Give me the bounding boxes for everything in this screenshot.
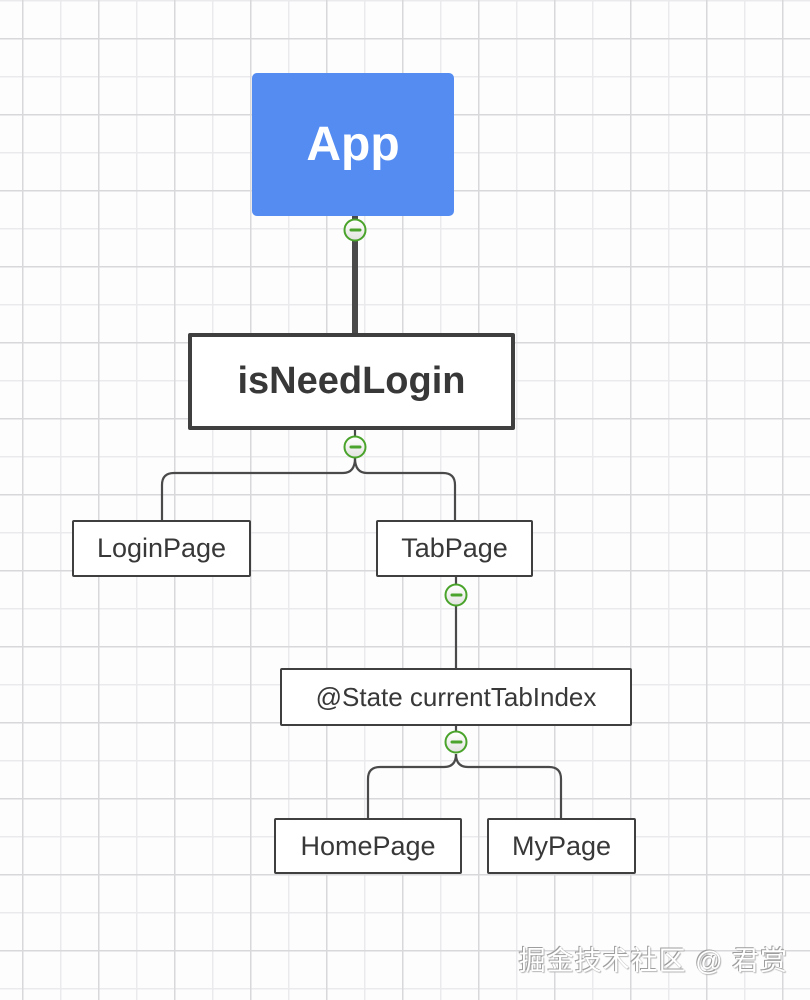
node-state-currenttabindex[interactable]: @State currentTabIndex — [280, 668, 632, 726]
collapse-minus-icon-isneedlogin[interactable] — [343, 435, 367, 459]
node-app-label: App — [306, 118, 400, 171]
node-homepage[interactable]: HomePage — [274, 818, 462, 874]
node-loginpage[interactable]: LoginPage — [72, 520, 251, 577]
node-loginpage-label: LoginPage — [96, 533, 227, 563]
connector-isneedlogin-loginpage — [160, 457, 357, 521]
connector-isneedlogin-tabpage — [353, 457, 457, 521]
collapse-minus-icon-state[interactable] — [444, 730, 468, 754]
collapse-minus-icon-tabpage[interactable] — [444, 583, 468, 607]
node-app[interactable]: App — [252, 73, 454, 216]
connector-state-homepage — [366, 753, 458, 818]
watermark-text: 掘金技术社区 @ 君赏 — [518, 946, 788, 976]
node-isneedlogin-label: isNeedLogin — [237, 360, 466, 402]
node-homepage-label: HomePage — [300, 830, 436, 861]
connector-state-mypage — [454, 753, 563, 818]
collapse-minus-icon-app[interactable] — [343, 218, 367, 242]
node-isneedlogin[interactable]: isNeedLogin — [188, 333, 515, 430]
node-mypage-label: MyPage — [511, 830, 612, 861]
node-state-currenttabindex-label: @State currentTabIndex — [315, 681, 597, 712]
node-mypage[interactable]: MyPage — [487, 818, 636, 874]
node-tabpage-label: TabPage — [401, 533, 508, 563]
node-tabpage[interactable]: TabPage — [376, 520, 533, 577]
